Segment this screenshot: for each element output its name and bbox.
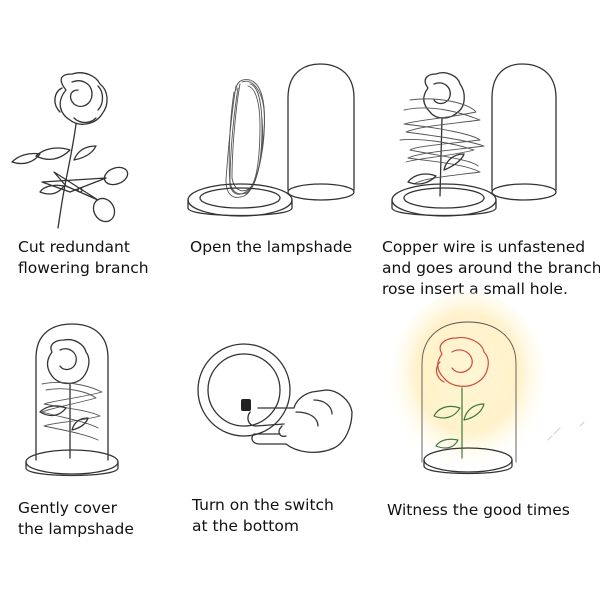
step-3: Copper wire is unfastened and goes aroun… [382, 0, 600, 300]
caption-line: flowering branch [18, 259, 149, 277]
caption-line: rose insert a small hole. [382, 280, 568, 298]
caption-line: Cut redundant [18, 238, 130, 256]
step-2-caption: Open the lampshade [190, 237, 352, 258]
caption-line: the lampshade [18, 520, 134, 538]
step-6-caption: Witness the good times [387, 500, 570, 521]
open-lampshade-icon [187, 63, 355, 217]
caption-line: at the bottom [192, 517, 299, 535]
caption-line: Open the lampshade [190, 238, 353, 256]
caption-line: Gently cover [18, 499, 117, 517]
caption-line: Witness the good times [387, 501, 570, 519]
step-4: Gently cover the lampshade [0, 300, 200, 600]
step-1: Cut redundant flowering branch [0, 0, 200, 300]
step-4-caption: Gently cover the lampshade [18, 498, 134, 540]
step-2: Open the lampshade [187, 0, 400, 300]
step-1-caption: Cut redundant flowering branch [18, 237, 149, 279]
step-5: Turn on the switch at the bottom [192, 300, 400, 600]
caption-line: and goes around the branch, [382, 259, 600, 277]
step-6: Witness the good times [387, 292, 600, 600]
step-5-caption: Turn on the switch at the bottom [192, 495, 334, 537]
hand-pressing-switch-icon [197, 343, 353, 454]
covered-rose-dome-icon [25, 323, 119, 477]
caption-line: Turn on the switch [192, 496, 334, 514]
caption-line: Copper wire is unfastened [382, 238, 586, 256]
wire-wrapped-rose-icon [391, 63, 557, 217]
rose-and-scissors-icon [11, 72, 129, 229]
step-3-caption: Copper wire is unfastened and goes aroun… [382, 237, 600, 300]
glowing-rose-icon [390, 292, 585, 475]
